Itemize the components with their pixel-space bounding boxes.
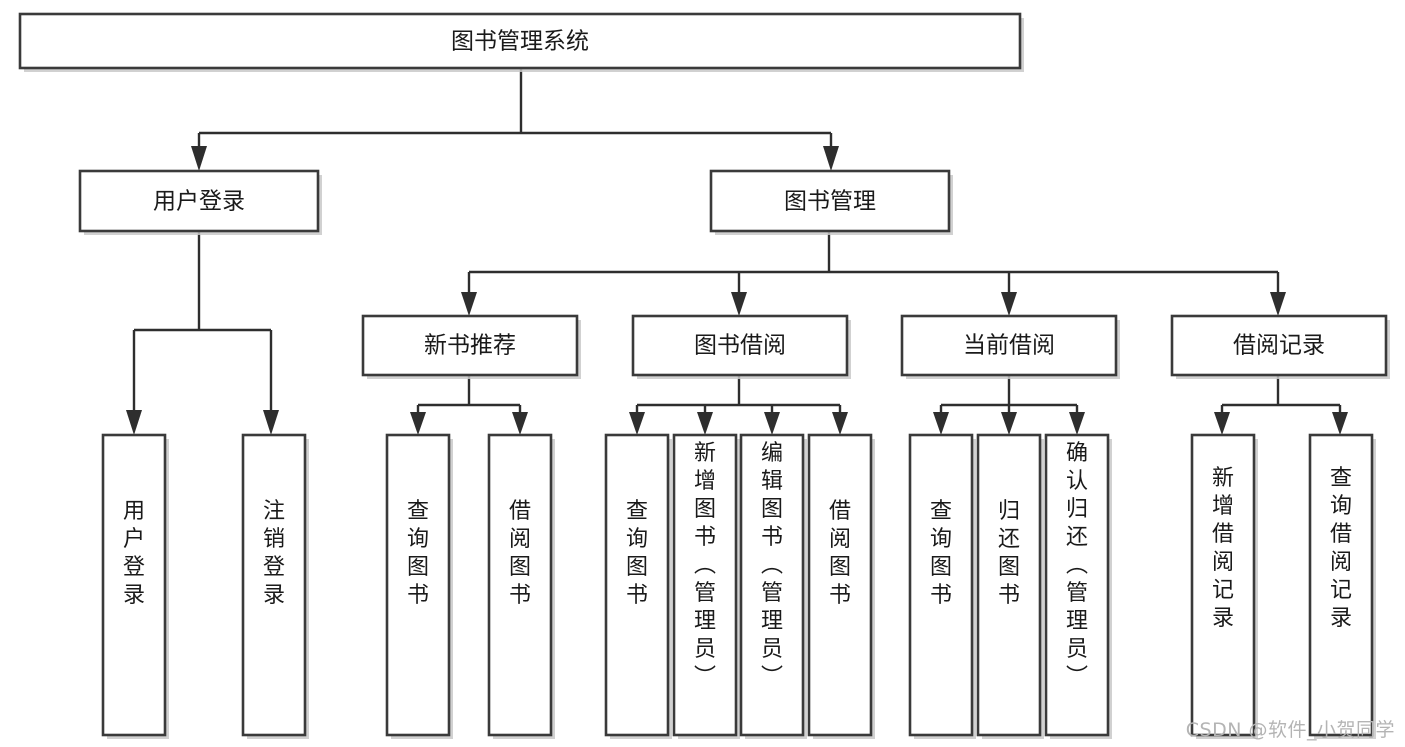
leaf-current-query-label: 查询图书 <box>930 499 952 608</box>
arrow-head-level3-3 <box>1001 292 1017 316</box>
leaf-current-query[interactable]: 查询图书 <box>908 433 976 739</box>
node-current-borrow-label: 当前借阅 <box>963 333 1055 359</box>
node-current-borrow[interactable]: 当前借阅 <box>900 314 1120 379</box>
node-user-login-label: 用户登录 <box>153 189 245 215</box>
node-book-borrow-box[interactable] <box>631 314 849 377</box>
leaf-user-login-login[interactable]: 用户登录 <box>101 433 169 739</box>
node-book-borrow[interactable]: 图书借阅 <box>631 314 851 379</box>
node-book-management-label: 图书管理 <box>784 189 876 215</box>
arrow-head-current-2 <box>1001 412 1017 435</box>
leaf-current-return-box[interactable] <box>976 433 1042 737</box>
leaf-current-confirm-return-label: 确认归还︵管理员︶ <box>1066 441 1088 690</box>
arrow-head-level2-2 <box>823 146 839 171</box>
leaf-record-query[interactable]: 查询借阅记录 <box>1308 433 1376 739</box>
arrow-head-record-1 <box>1214 412 1230 435</box>
leaf-new-book-borrow-box[interactable] <box>487 433 553 737</box>
leaf-new-book-borrow[interactable]: 借阅图书 <box>487 433 555 739</box>
node-user-login-box[interactable] <box>78 169 320 233</box>
arrow-head-borrow-3 <box>764 412 780 435</box>
node-borrow-record-label: 借阅记录 <box>1233 333 1325 359</box>
leaf-current-confirm-return-box[interactable] <box>1044 433 1110 737</box>
leaf-user-login-login-box[interactable] <box>101 433 167 737</box>
leaf-borrow-book[interactable]: 借阅图书 <box>807 433 875 739</box>
node-borrow-record[interactable]: 借阅记录 <box>1170 314 1390 379</box>
arrow-head-newbook-1 <box>410 412 426 435</box>
leaf-new-book-query[interactable]: 查询图书 <box>385 433 453 739</box>
arrow-head-record-2 <box>1332 412 1348 435</box>
leaf-user-login-logout-box[interactable] <box>241 433 307 737</box>
node-new-book-recommend[interactable]: 新书推荐 <box>361 314 581 379</box>
arrow-head-borrow-2 <box>697 412 713 435</box>
arrow-head-borrow-1 <box>629 412 645 435</box>
node-borrow-record-box[interactable] <box>1170 314 1388 377</box>
leaf-current-return-label: 归还图书 <box>998 499 1020 608</box>
node-root-label: 图书管理系统 <box>451 29 589 55</box>
arrow-head-userlogin-1 <box>126 410 142 435</box>
node-book-management-box[interactable] <box>709 169 951 233</box>
leaf-user-login-login-label: 用户登录 <box>123 499 145 608</box>
leaf-borrow-query[interactable]: 查询图书 <box>604 433 672 739</box>
leaf-borrow-add-label: 新增图书︵管理员︶ <box>694 441 716 690</box>
leaf-borrow-query-label: 查询图书 <box>626 499 648 608</box>
node-new-book-recommend-box[interactable] <box>361 314 579 377</box>
leaf-record-add-box[interactable] <box>1190 433 1256 737</box>
leaf-borrow-add[interactable]: 新增图书︵管理员︶ <box>672 433 740 739</box>
arrow-head-borrow-4 <box>832 412 848 435</box>
leaf-current-confirm-return[interactable]: 确认归还︵管理员︶ <box>1044 433 1112 739</box>
arrow-head-newbook-2 <box>512 412 528 435</box>
leaf-borrow-edit[interactable]: 编辑图书︵管理员︶ <box>739 433 807 739</box>
arrow-head-level3-1 <box>461 292 477 316</box>
leaf-borrow-book-label: 借阅图书 <box>829 499 851 608</box>
leaf-borrow-edit-label: 编辑图书︵管理员︶ <box>761 441 783 690</box>
leaf-new-book-query-label: 查询图书 <box>407 499 429 608</box>
leaf-record-add-label: 新增借阅记录 <box>1212 466 1234 631</box>
leaf-current-query-box[interactable] <box>908 433 974 737</box>
arrow-head-current-1 <box>933 412 949 435</box>
connector-layer <box>126 68 1348 435</box>
arrow-head-level3-4 <box>1270 292 1286 316</box>
arrow-head-current-3 <box>1069 412 1085 435</box>
leaf-borrow-query-box[interactable] <box>604 433 670 737</box>
arrow-head-userlogin-2 <box>263 410 279 435</box>
node-book-management[interactable]: 图书管理 <box>709 169 953 235</box>
leaf-borrow-book-box[interactable] <box>807 433 873 737</box>
node-new-book-recommend-label: 新书推荐 <box>424 333 516 359</box>
arrow-head-level3-2 <box>731 292 747 316</box>
leaf-borrow-edit-box[interactable] <box>739 433 805 737</box>
leaf-new-book-borrow-label: 借阅图书 <box>509 499 531 608</box>
leaf-current-return[interactable]: 归还图书 <box>976 433 1044 739</box>
node-root[interactable]: 图书管理系统 <box>18 12 1024 72</box>
node-current-borrow-box[interactable] <box>900 314 1118 377</box>
leaf-record-query-box[interactable] <box>1308 433 1374 737</box>
leaf-borrow-add-box[interactable] <box>672 433 738 737</box>
node-root-box[interactable] <box>18 12 1022 70</box>
leaf-user-login-logout-label: 注销登录 <box>263 499 285 608</box>
node-book-borrow-label: 图书借阅 <box>694 333 786 359</box>
leaf-record-query-label: 查询借阅记录 <box>1330 466 1352 631</box>
arrow-head-level2-1 <box>191 146 207 171</box>
leaf-new-book-query-box[interactable] <box>385 433 451 737</box>
leaf-user-login-logout[interactable]: 注销登录 <box>241 433 309 739</box>
node-user-login[interactable]: 用户登录 <box>78 169 322 235</box>
leaf-record-add[interactable]: 新增借阅记录 <box>1190 433 1258 739</box>
